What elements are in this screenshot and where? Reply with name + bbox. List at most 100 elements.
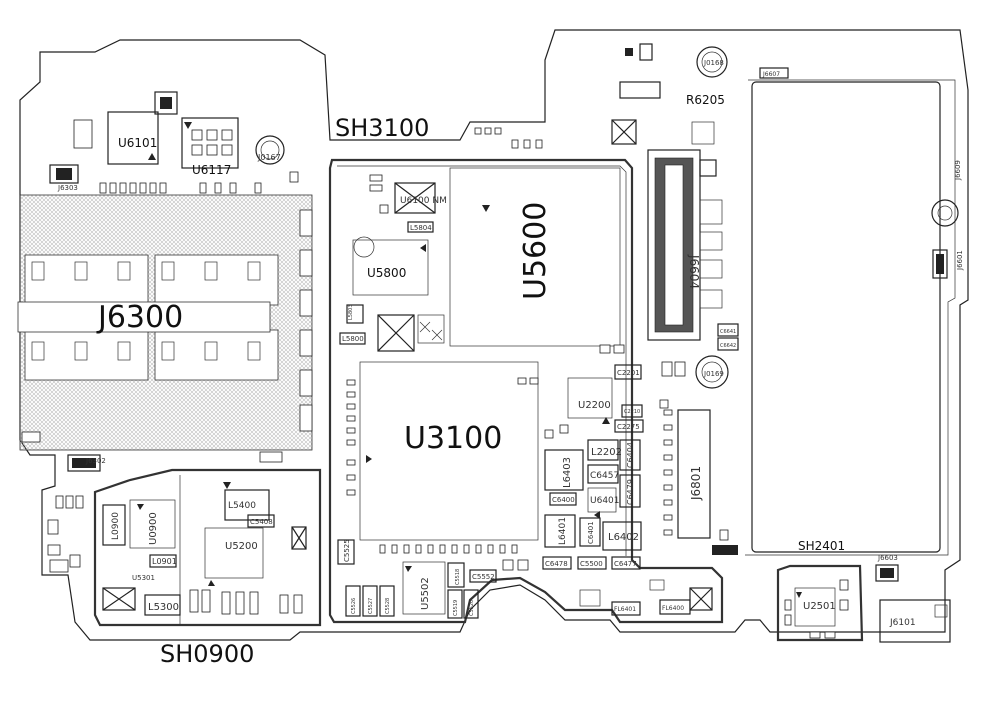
shield-label-sh0900: SH0900 — [160, 640, 254, 668]
j6609-mount — [931, 199, 959, 227]
u5600-body — [449, 167, 621, 347]
c2201-label: C2201 — [617, 369, 640, 377]
c6477-label: C6477 — [614, 560, 637, 568]
j6801-body — [677, 409, 711, 539]
u2200-label: U2200 — [578, 400, 611, 411]
j0167-label: J0167 — [257, 153, 281, 162]
u5800-label: U5800 — [367, 266, 406, 280]
c5519-label: C5519 — [453, 600, 459, 616]
right-large-pad-area — [751, 81, 941, 553]
c5526-label: C5526 — [351, 598, 357, 614]
c6478-label: C6478 — [545, 560, 568, 568]
u2501-body — [794, 587, 836, 627]
u5600-block: U5600 — [449, 167, 621, 347]
u2200-body — [567, 377, 613, 419]
l5800-label: L5800 — [342, 335, 364, 343]
c6401-label: C6401 — [587, 521, 595, 544]
l0901-label: L0901 — [152, 557, 177, 566]
left-edge-components: J6302 — [47, 454, 106, 573]
l5400-label: L5400 — [228, 501, 256, 511]
j6300-label-band — [17, 301, 271, 333]
l5804-label: L5804 — [410, 224, 432, 232]
l2202-label: L2202 — [591, 447, 622, 458]
r6205-label: R6205 — [686, 93, 725, 107]
u6117-pin1-marker — [184, 122, 192, 129]
j6300-connector: J6300 — [17, 194, 313, 463]
j6609-label: J6609 — [954, 160, 962, 181]
c5525-label: C5525 — [343, 539, 351, 562]
j6604-label: J6604 — [687, 254, 701, 289]
j6302-label: J6302 — [85, 457, 106, 465]
u5200-label: U5200 — [225, 541, 258, 552]
c5408-label: C5408 — [250, 518, 273, 526]
c6479-label: C6479 — [626, 479, 635, 505]
scattered-small-parts — [369, 127, 729, 571]
c6404-label: C6404 — [626, 442, 635, 468]
j0169-ring — [695, 355, 729, 389]
right-column-components: C6641 C6642 J0169 J6801 — [663, 199, 739, 555]
c5528-label: C5528 — [385, 598, 391, 614]
j0169-label: J0169 — [703, 370, 724, 378]
top-right-components: J0168 J6607 R6205 — [686, 46, 789, 177]
u0900-label: U0900 — [148, 512, 159, 545]
u6401-label: U6401 — [590, 496, 620, 506]
c6457-label: C6457 — [590, 471, 619, 481]
sh0900-shield-outline — [93, 468, 322, 627]
l5803-label: L5803 — [348, 304, 354, 320]
j6603-label: J6603 — [877, 554, 898, 562]
l6401-label: L6401 — [558, 517, 568, 545]
u6117-label: U6117 — [192, 163, 231, 177]
fl6400-label: FL6400 — [662, 605, 684, 612]
l6403-body — [544, 449, 584, 491]
u6101-pin1-marker — [148, 153, 156, 160]
c5518-label: C5518 — [455, 569, 461, 585]
u6101-body — [107, 111, 159, 165]
shield-label-sh2401: SH2401 — [798, 539, 845, 553]
j6303-label: J6303 — [57, 184, 78, 192]
u2501-label: U2501 — [803, 601, 836, 612]
j6604-connector: J6604 — [611, 43, 701, 341]
upper-left-components: U6101 U6117 J0167 J6303 — [49, 91, 299, 194]
u5301-label: U5301 — [132, 574, 155, 582]
j0168-ring — [696, 46, 728, 78]
u5800-region: U6100 NM L5804 U5800 L5803 L5800 — [339, 182, 447, 352]
j6300-pad-block-br — [154, 329, 279, 381]
j0167-ring — [255, 135, 285, 165]
l0900-label: L0900 — [111, 512, 121, 540]
c6642-label: C6642 — [720, 343, 736, 349]
j6101-label: J6101 — [889, 618, 916, 628]
j6601-label: J6601 — [956, 250, 964, 271]
c2275-label: C2275 — [617, 423, 640, 431]
j6300-label: J6300 — [96, 300, 183, 335]
u5800-body — [352, 239, 429, 296]
c5527-label: C5527 — [368, 598, 374, 614]
fl6401-label: FL6401 — [614, 606, 636, 613]
l6402-label: L6402 — [608, 532, 639, 543]
u5600-label: U5600 — [518, 202, 553, 300]
u5502-body — [402, 561, 446, 615]
u2200-region: C2201 U2200 C2210 C2275 L2202 C6404 L640… — [542, 364, 644, 570]
l6403-label: L6403 — [562, 457, 573, 488]
u6100-label: U6100 NM — [400, 196, 447, 206]
c5520-label: C5520 — [469, 600, 475, 616]
c2210-label: C2210 — [624, 409, 640, 415]
j6607-label: J6607 — [762, 71, 780, 78]
u3100-label: U3100 — [404, 421, 502, 456]
u5502-label: U5502 — [420, 577, 431, 610]
sh2401-region: U2501 J6603 J6101 — [776, 554, 951, 643]
u3100-body — [359, 361, 539, 541]
u5200-body — [204, 527, 264, 579]
j0168-label: J0168 — [703, 59, 724, 67]
fl-region: FL6401 FL6400 — [579, 579, 713, 616]
board-outline — [19, 29, 969, 641]
j6801-label: J6801 — [689, 466, 703, 501]
u5502-region: C5525 U5502 C5526 C5527 C5528 C5519 C552… — [337, 539, 497, 619]
j6300-pad-block-bl — [24, 329, 149, 381]
u6117-body — [181, 117, 239, 169]
l5300-label: L5300 — [148, 602, 179, 613]
u3100-block: U3100 — [346, 361, 539, 554]
u0900-body — [129, 499, 176, 549]
u6101-label: U6101 — [118, 136, 157, 150]
shield-label-sh3100: SH3100 — [335, 114, 429, 142]
